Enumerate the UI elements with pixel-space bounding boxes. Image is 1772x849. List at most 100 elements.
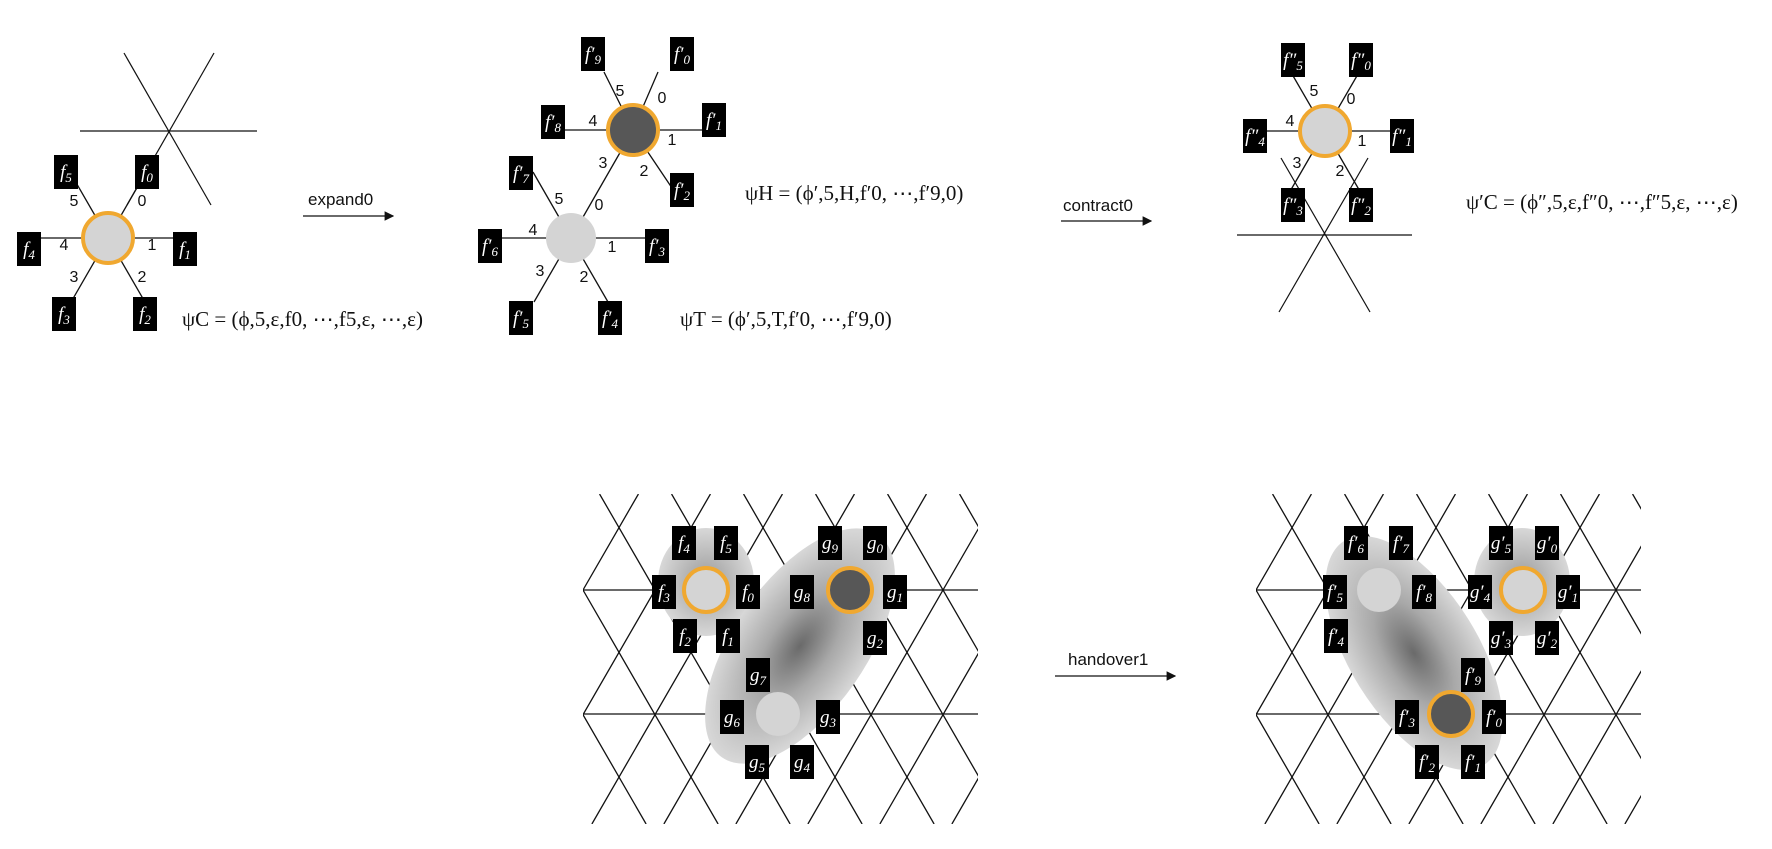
label-tail-4: f′4: [598, 301, 622, 335]
port-number: 0: [595, 197, 604, 214]
label-f-0: f′0: [1482, 700, 1506, 734]
label-f-0: f0: [736, 575, 760, 609]
label-g-1: g1: [883, 575, 907, 609]
label-f-6: f′6: [1344, 526, 1368, 560]
amoebot-node: [81, 211, 135, 265]
port-number: 4: [1286, 113, 1295, 130]
label-head-0: f′0: [670, 37, 694, 71]
contract-label: contract0: [1063, 196, 1133, 215]
label-4: f″4: [1243, 119, 1267, 153]
label-f-5: f′5: [1323, 575, 1347, 609]
svg-text:f1: f1: [179, 239, 191, 262]
port-number: 3: [599, 155, 608, 172]
label-f-8: f′8: [1412, 575, 1436, 609]
contracted-amoebot: [682, 566, 730, 614]
label-g-8: g8: [790, 575, 814, 609]
label-g-3: g3: [816, 700, 840, 734]
label-f-4: f′4: [1324, 619, 1348, 653]
label-head-8: f′8: [541, 105, 565, 139]
port-number: 1: [668, 132, 677, 149]
label-tail-6: f′6: [478, 229, 502, 263]
handover-operation: handover1: [1055, 650, 1177, 681]
label-head-2: f′2: [670, 173, 694, 207]
label-g-1: g′1: [1556, 575, 1580, 609]
label-tail-7: f′7: [509, 156, 533, 190]
label-head-9: f′9: [581, 37, 605, 71]
label-5: f5: [54, 155, 78, 189]
label-1: f1: [173, 232, 197, 266]
background-grid-lines: [1237, 157, 1412, 313]
amoebot-b-tail: f′3 f′4 f′5 f′6 f′7 0 1 2 3 45: [478, 156, 669, 335]
label-2: f2: [133, 297, 157, 331]
expand-label: expand0: [308, 190, 373, 209]
label-head-1: f′1: [702, 103, 726, 137]
label-3: f″3: [1281, 188, 1305, 222]
amoebot-b: f′0f′1f′2f′8f′9012345f′3f′4f′5f′6f′70123…: [478, 37, 726, 335]
port-number: 3: [536, 263, 545, 280]
label-5: f″5: [1281, 43, 1305, 77]
formula-psi-h: ψH = (ϕ′,5,H,f′0, ⋯,f′9,0): [745, 181, 963, 205]
panel-contracted-amoebot: 0 12 34 5 f0 f1 f2 f3 f4 f5 ψC = (ϕ,5,ε,f0, ⋯,f5,…: [17, 52, 423, 331]
label-f-1: f1: [716, 619, 740, 653]
port-number: 5: [70, 193, 79, 210]
port-number: 5: [1310, 83, 1319, 100]
amoebot-a: 0 12 34 5 f0 f1 f2 f3 f4 f5: [17, 155, 197, 331]
amoebot-head-node: [606, 103, 660, 157]
port-number: 4: [60, 237, 69, 254]
label-g-7: g7: [746, 658, 770, 692]
amoebot-a-star: 0 12 34 5: [33, 168, 183, 308]
label-g-5: g′5: [1489, 526, 1513, 560]
label-0: f0: [135, 155, 159, 189]
port-number: 1: [608, 239, 617, 256]
port-number: 2: [640, 163, 649, 180]
label-tail-5: f′5: [509, 301, 533, 335]
label-tail-3: f′3: [645, 229, 669, 263]
background-grid-lines: [80, 52, 257, 206]
port-number: 3: [70, 269, 79, 286]
port-number: 0: [138, 193, 147, 210]
contracted-amoebot: [1499, 566, 1547, 614]
port-number: 0: [658, 90, 667, 107]
label-f-2: f2: [673, 619, 697, 653]
amoebot-b-head: f′0 f′1 f′2 f′8 f′9 0 1 2 3 4 5: [541, 37, 726, 239]
port-number: 4: [529, 222, 538, 239]
port-number: 5: [616, 83, 625, 100]
expanded-amoebot-tail: [1357, 568, 1401, 612]
formula-psi-c: ψC = (ϕ,5,ε,f0, ⋯,f5,ε, ⋯,ε): [182, 307, 423, 331]
port-number: 4: [589, 113, 598, 130]
port-number: 2: [1336, 163, 1345, 180]
label-4: f4: [17, 232, 41, 266]
handover-label: handover1: [1068, 650, 1148, 669]
label-f-5: f5: [714, 526, 738, 560]
port-number: 1: [148, 237, 157, 254]
label-3: f3: [52, 297, 76, 331]
label-g-4: g′4: [1468, 575, 1492, 609]
port-number: 2: [138, 269, 147, 286]
label-f-4: f4: [672, 526, 696, 560]
label-g-9: g9: [818, 526, 842, 560]
label-f-2: f′2: [1415, 745, 1439, 779]
expanded-amoebot-tail: [756, 692, 800, 736]
label-g-2: g2: [863, 621, 887, 655]
formula-psi-c-prime: ψ′C = (ϕ″,5,ε,f″0, ⋯,f″5,ε, ⋯,ε): [1466, 190, 1738, 214]
expanded-amoebot-head: [1427, 690, 1475, 738]
label-f-3: f3: [652, 575, 676, 609]
label-f-1: f′1: [1461, 745, 1485, 779]
label-g-6: g6: [720, 700, 744, 734]
label-g-0: g0: [863, 526, 887, 560]
label-1: f″1: [1390, 119, 1414, 153]
label-g-2: g′2: [1535, 621, 1559, 655]
port-number: 1: [1358, 133, 1367, 150]
label-g-3: g′3: [1489, 621, 1513, 655]
label-g-5: g5: [745, 745, 769, 779]
formula-psi-t: ψT = (ϕ′,5,T,f′0, ⋯,f′9,0): [680, 307, 892, 331]
port-number: 3: [1293, 155, 1302, 172]
port-number: 5: [555, 191, 564, 208]
label-f-9: f′9: [1461, 658, 1485, 692]
